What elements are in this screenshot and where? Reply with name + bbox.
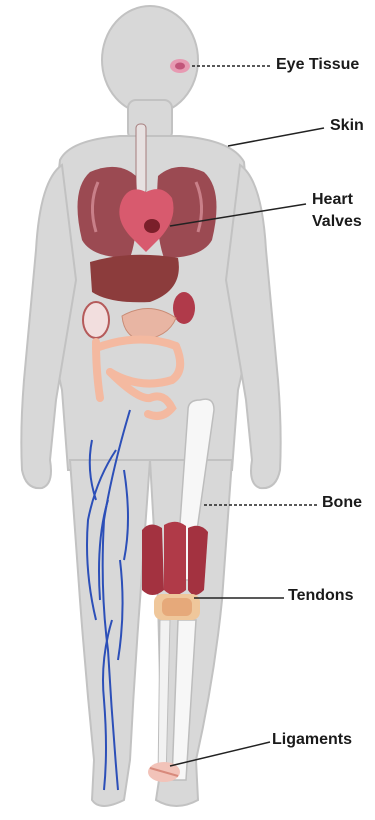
knee-tendons xyxy=(154,594,200,620)
eye-tissue-marker xyxy=(170,59,190,73)
kidney-left xyxy=(83,302,109,338)
thigh-muscles xyxy=(142,522,208,595)
trachea xyxy=(136,124,146,194)
label-eye-tissue: Eye Tissue xyxy=(276,55,359,75)
label-heart-valves-line1: Heart xyxy=(312,190,353,210)
kidney-right xyxy=(173,292,195,324)
label-tendons: Tendons xyxy=(288,586,353,606)
label-skin: Skin xyxy=(330,116,364,136)
body-silhouette xyxy=(21,6,280,806)
label-ligaments: Ligaments xyxy=(272,730,352,750)
label-heart-valves-line2: Valves xyxy=(312,212,362,232)
label-bone: Bone xyxy=(322,493,362,513)
